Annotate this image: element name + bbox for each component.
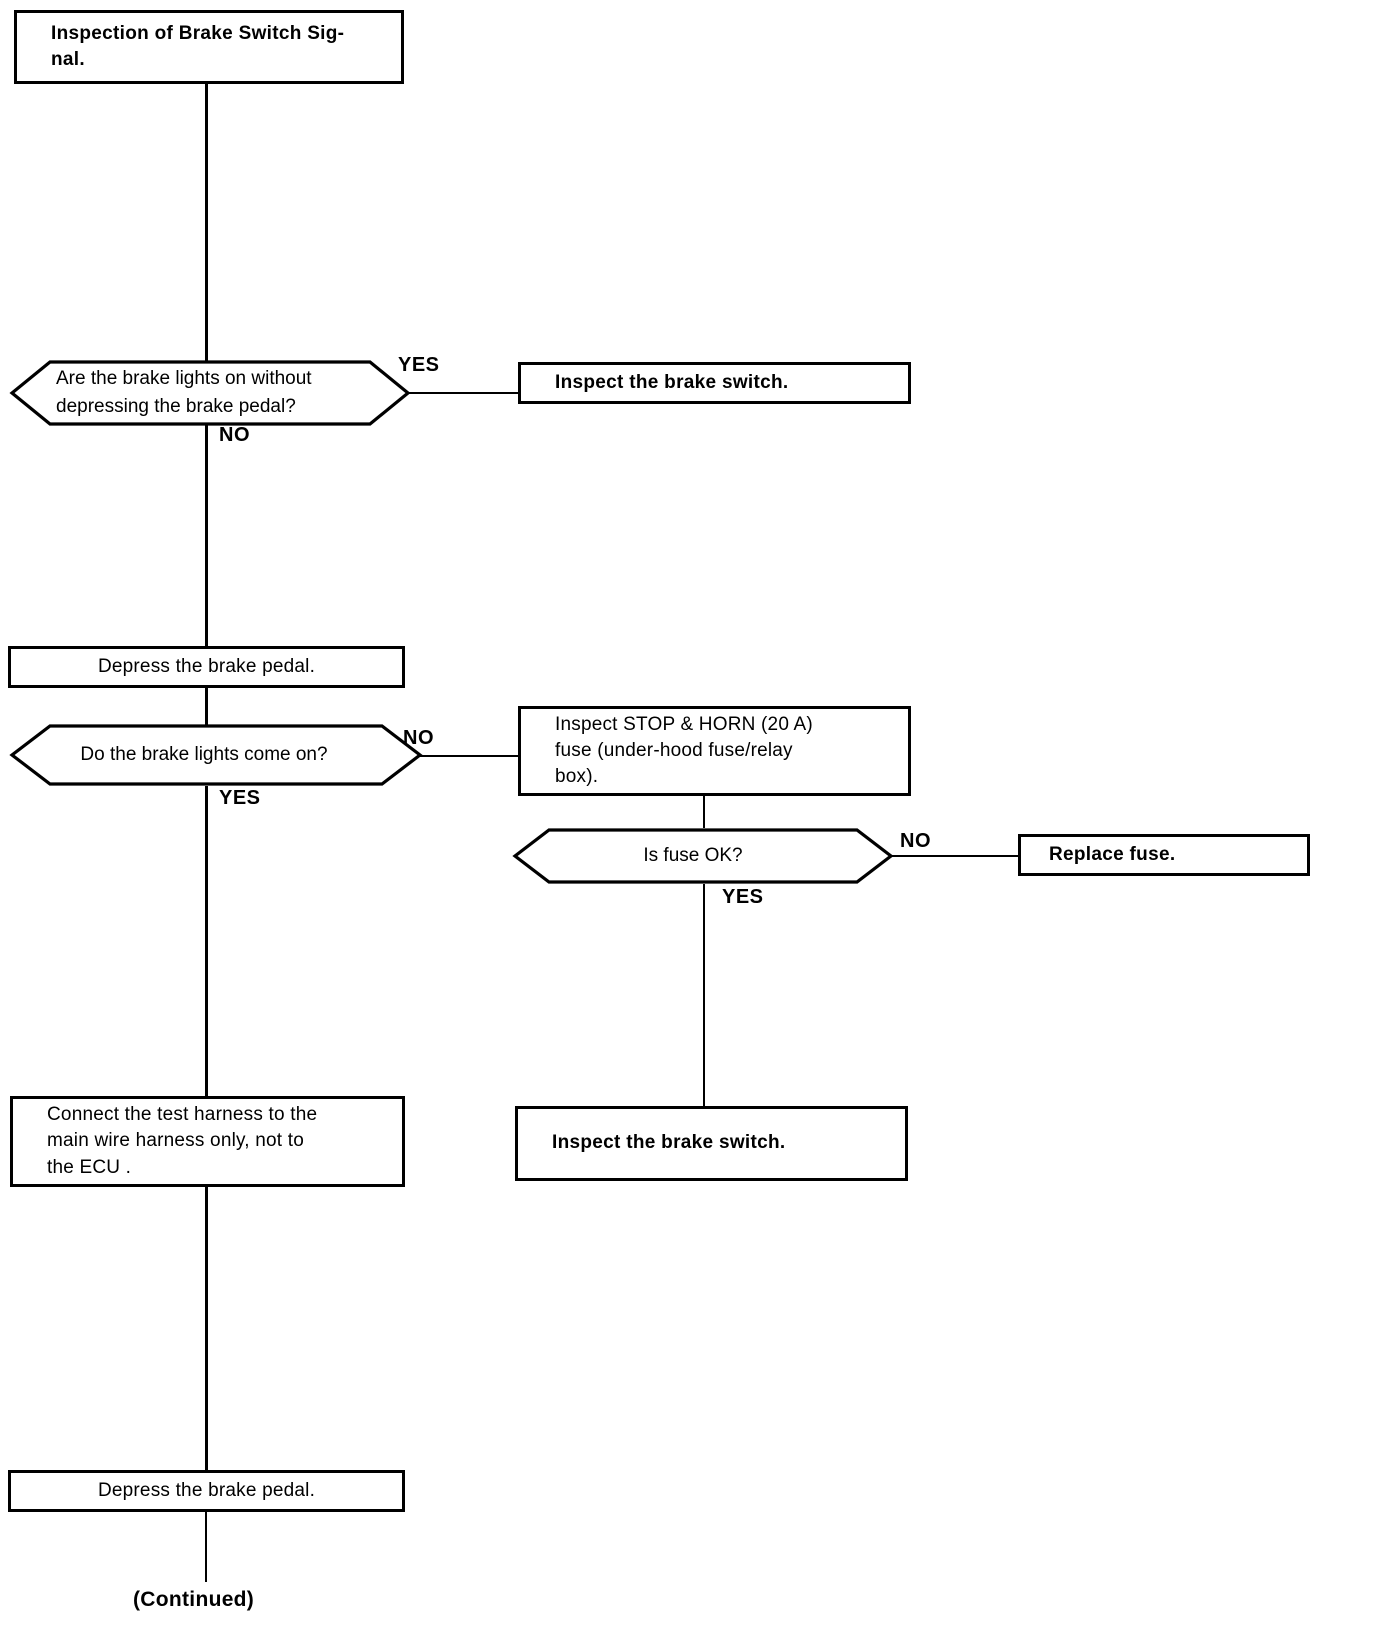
node-inspect-switch-1[interactable]: Inspect the brake switch. — [518, 362, 911, 404]
hexagon-outline-q2 — [9, 724, 423, 786]
connector-q2-yes — [205, 786, 208, 1096]
connector-q2-no — [420, 755, 518, 757]
node-inspect-switch-2[interactable]: Inspect the brake switch. — [515, 1106, 908, 1181]
node-q-lights-come-on-label: Do the brake lights come on? — [80, 744, 328, 766]
node-depress-pedal-1-label: Depress the brake pedal. — [97, 655, 316, 677]
connector-depress2-to-continued — [205, 1512, 207, 1582]
node-depress-pedal-2[interactable]: Depress the brake pedal. — [8, 1470, 405, 1512]
node-connect-harness-label: Connect the test harness to the main wir… — [47, 1104, 318, 1178]
node-inspect-fuse-label: Inspect STOP & HORN (20 A) fuse (under-h… — [555, 713, 813, 788]
node-q-lights-without-pedal-label: Are the brake lights on without depressi… — [56, 368, 312, 417]
node-q-lights-come-on[interactable]: Do the brake lights come on? — [9, 724, 423, 786]
branch-label-yes-3: YES — [722, 886, 764, 908]
branch-label-no-3: NO — [900, 830, 931, 852]
connector-depress1-to-q2 — [205, 688, 208, 726]
node-inspect-fuse[interactable]: Inspect STOP & HORN (20 A) fuse (under-h… — [518, 706, 911, 796]
node-q-fuse-ok[interactable]: Is fuse OK? — [512, 828, 894, 884]
node-inspect-switch-2-label: Inspect the brake switch. — [552, 1132, 786, 1154]
branch-label-yes-2: YES — [219, 787, 261, 809]
node-depress-pedal-2-label: Depress the brake pedal. — [97, 1479, 316, 1501]
continued-label: (Continued) — [133, 1588, 255, 1611]
node-connect-harness[interactable]: Connect the test harness to the main wir… — [10, 1096, 405, 1187]
hexagon-outline-q1 — [9, 360, 411, 426]
connector-harness-to-depress2 — [205, 1187, 208, 1470]
connector-q3-yes — [703, 884, 705, 1106]
branch-label-no-2: NO — [403, 727, 434, 749]
connector-fuse-to-q3 — [703, 796, 705, 828]
connector-q1-yes — [408, 392, 518, 394]
node-replace-fuse[interactable]: Replace fuse. — [1018, 834, 1310, 876]
node-q-fuse-ok-label: Is fuse OK? — [643, 845, 743, 867]
node-start-box-label: Inspection of Brake Switch Sig- nal. — [51, 22, 345, 70]
node-start-box[interactable]: Inspection of Brake Switch Sig- nal. — [14, 10, 404, 84]
branch-label-no-1: NO — [219, 424, 250, 446]
node-inspect-switch-1-label: Inspect the brake switch. — [555, 371, 789, 393]
connector-q3-no — [890, 855, 1018, 857]
branch-label-yes-1: YES — [398, 354, 440, 376]
node-depress-pedal-1[interactable]: Depress the brake pedal. — [8, 646, 405, 688]
node-q-lights-without-pedal[interactable]: Are the brake lights on without depressi… — [9, 360, 411, 426]
connector-start-to-q1 — [205, 84, 208, 362]
connector-q1-no — [205, 424, 208, 646]
hexagon-outline-q3 — [512, 828, 894, 884]
node-replace-fuse-label: Replace fuse. — [1049, 843, 1176, 865]
